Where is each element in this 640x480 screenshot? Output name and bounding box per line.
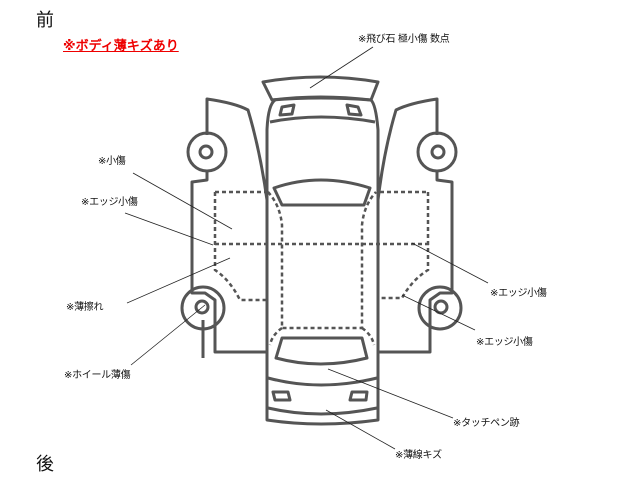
annotation-right-edge-upper: ※エッジ小傷 [490, 288, 547, 299]
rear-label: 後 [36, 454, 54, 475]
summary-note: ※ボディ薄キズあり [63, 39, 179, 54]
annotation-rear-touchpen: ※タッチペン跡 [453, 418, 520, 429]
front-label: 前 [36, 10, 54, 31]
annotation-left-edge: ※エッジ小傷 [81, 197, 138, 208]
annotation-left-small: ※小傷 [98, 156, 126, 167]
annotation-left-wheel: ※ホイール薄傷 [64, 370, 131, 381]
annotation-right-edge-lower: ※エッジ小傷 [476, 337, 533, 348]
annotation-left-scuff: ※薄擦れ [66, 302, 104, 313]
annotation-rear-bumper: ※薄線キズ [395, 450, 442, 461]
annotation-windshield: ※飛び石 極小傷 数点 [358, 34, 450, 45]
